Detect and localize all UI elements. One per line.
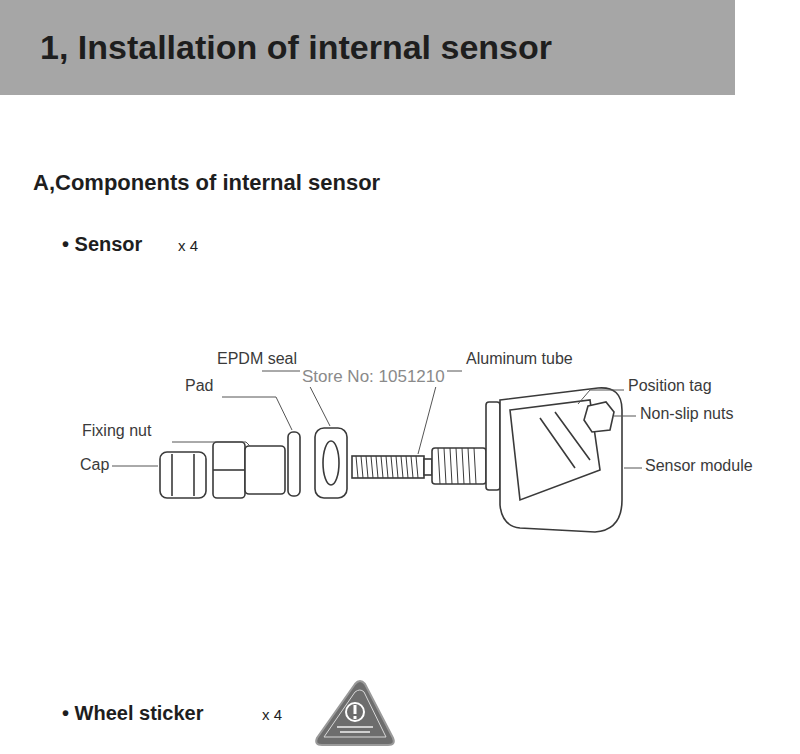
item-name: • Wheel sticker [62, 702, 204, 725]
sensor-parts [160, 388, 622, 532]
part-name: Position tag [628, 377, 712, 395]
item-name: • Sensor [62, 233, 142, 256]
quantity: x 4 [178, 237, 198, 254]
part-name: Sensor module [645, 457, 753, 475]
section-heading: A,Components of internal sensor [33, 170, 380, 195]
watermark: Store No: 1051210 [300, 367, 447, 387]
part-name: Fixing nut [82, 422, 151, 440]
thread-lines [356, 448, 476, 484]
part-name: EPDM seal [217, 350, 297, 368]
page-title: 1, Installation of internal sensor [40, 28, 552, 67]
quantity: x 4 [262, 706, 282, 723]
part-name: Pad [185, 377, 213, 395]
part-name: Aluminum tube [466, 350, 573, 368]
part-name: Non-slip nuts [640, 405, 733, 423]
part-name: Cap [80, 456, 109, 474]
wheel-sticker-icon [316, 681, 394, 745]
title-band [0, 0, 735, 95]
